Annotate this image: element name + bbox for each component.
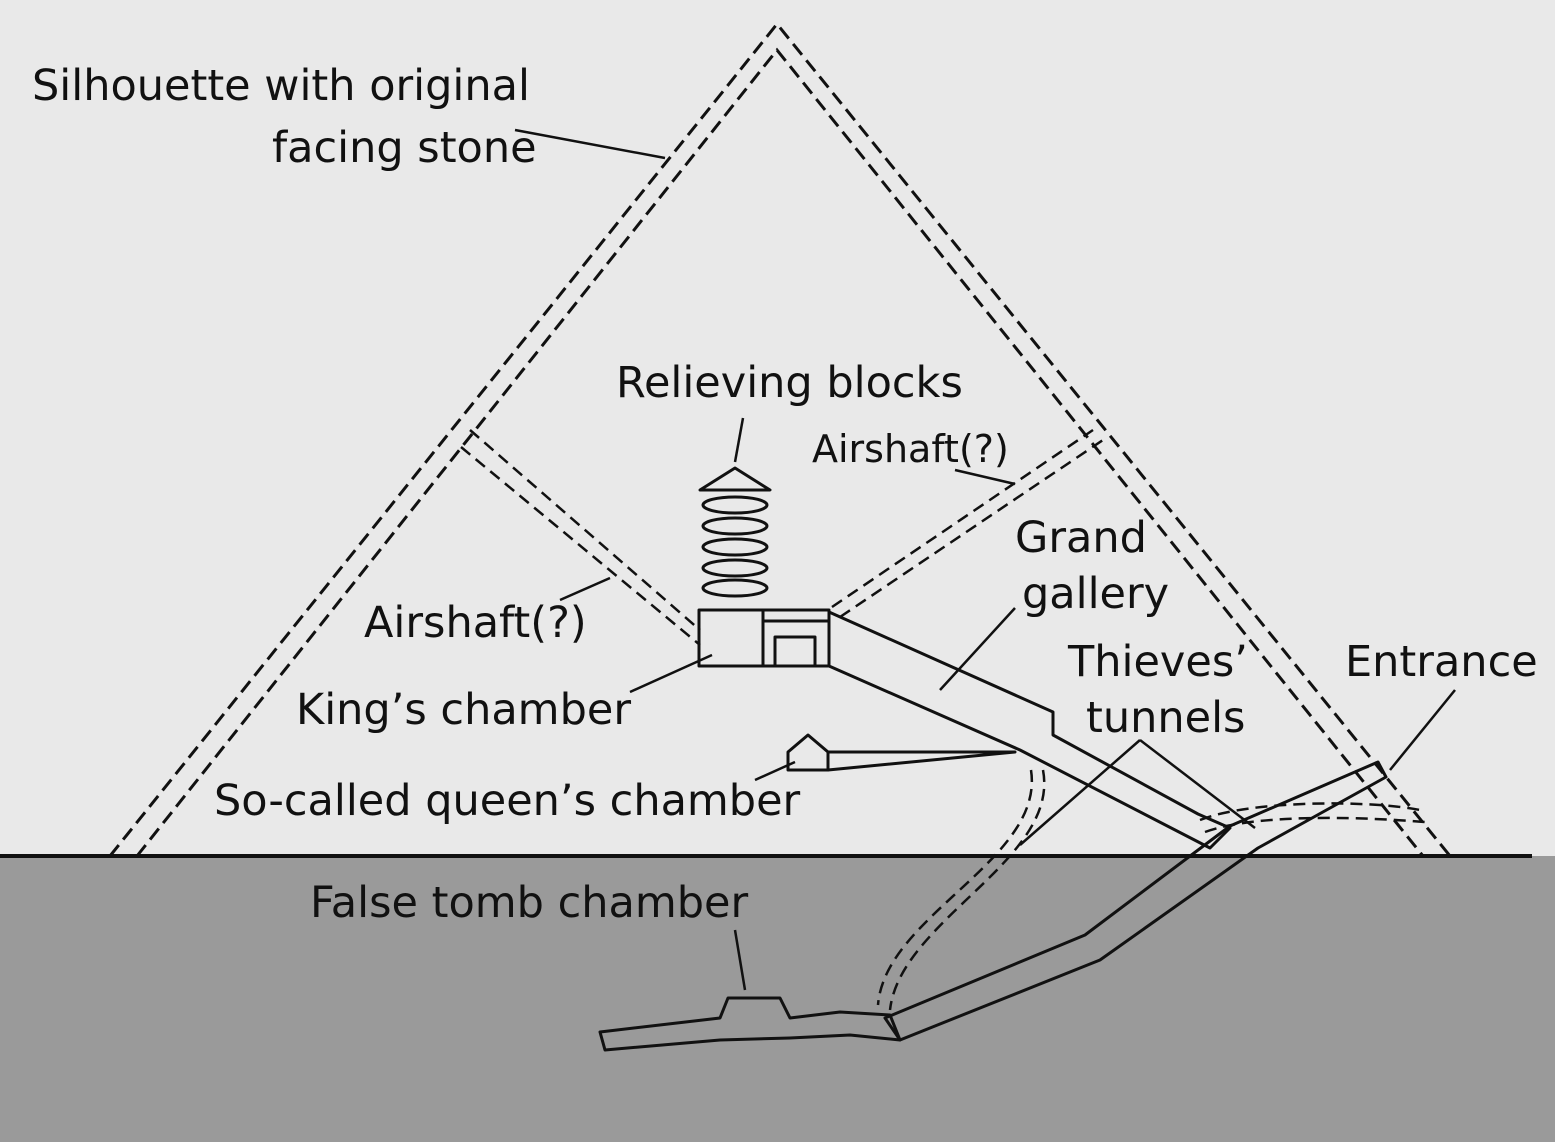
- label-relieving-blocks: Relieving blocks: [616, 358, 963, 408]
- airshaft-left: [460, 429, 701, 646]
- label-grand-gallery-line2: gallery: [1022, 569, 1169, 619]
- label-entrance: Entrance: [1345, 637, 1538, 687]
- label-queens-chamber: So-called queen’s chamber: [214, 776, 801, 826]
- label-silhouette-line1: Silhouette with original: [32, 61, 530, 111]
- false-tomb-chamber: [598, 996, 902, 1052]
- label-airshaft-right: Airshaft(?): [812, 427, 1009, 471]
- label-silhouette-line2: facing stone: [272, 123, 537, 173]
- label-thieves-line1: Thieves’: [1067, 637, 1248, 687]
- queens-chamber: [786, 733, 1017, 772]
- relieving-blocks: [698, 466, 772, 598]
- pyramid-silhouette: [108, 21, 1452, 857]
- label-airshaft-left: Airshaft(?): [364, 598, 587, 648]
- kings-chamber: [697, 608, 831, 668]
- thieves-tunnels: [876, 769, 1426, 1011]
- airshaft-right: [831, 428, 1104, 619]
- label-false-tomb: False tomb chamber: [310, 878, 749, 928]
- grand-gallery: [827, 610, 1232, 850]
- label-grand-gallery-line1: Grand: [1015, 513, 1147, 563]
- label-kings-chamber: King’s chamber: [296, 685, 631, 735]
- leader-lines: [514, 128, 1456, 991]
- label-thieves-line2: tunnels: [1086, 693, 1245, 743]
